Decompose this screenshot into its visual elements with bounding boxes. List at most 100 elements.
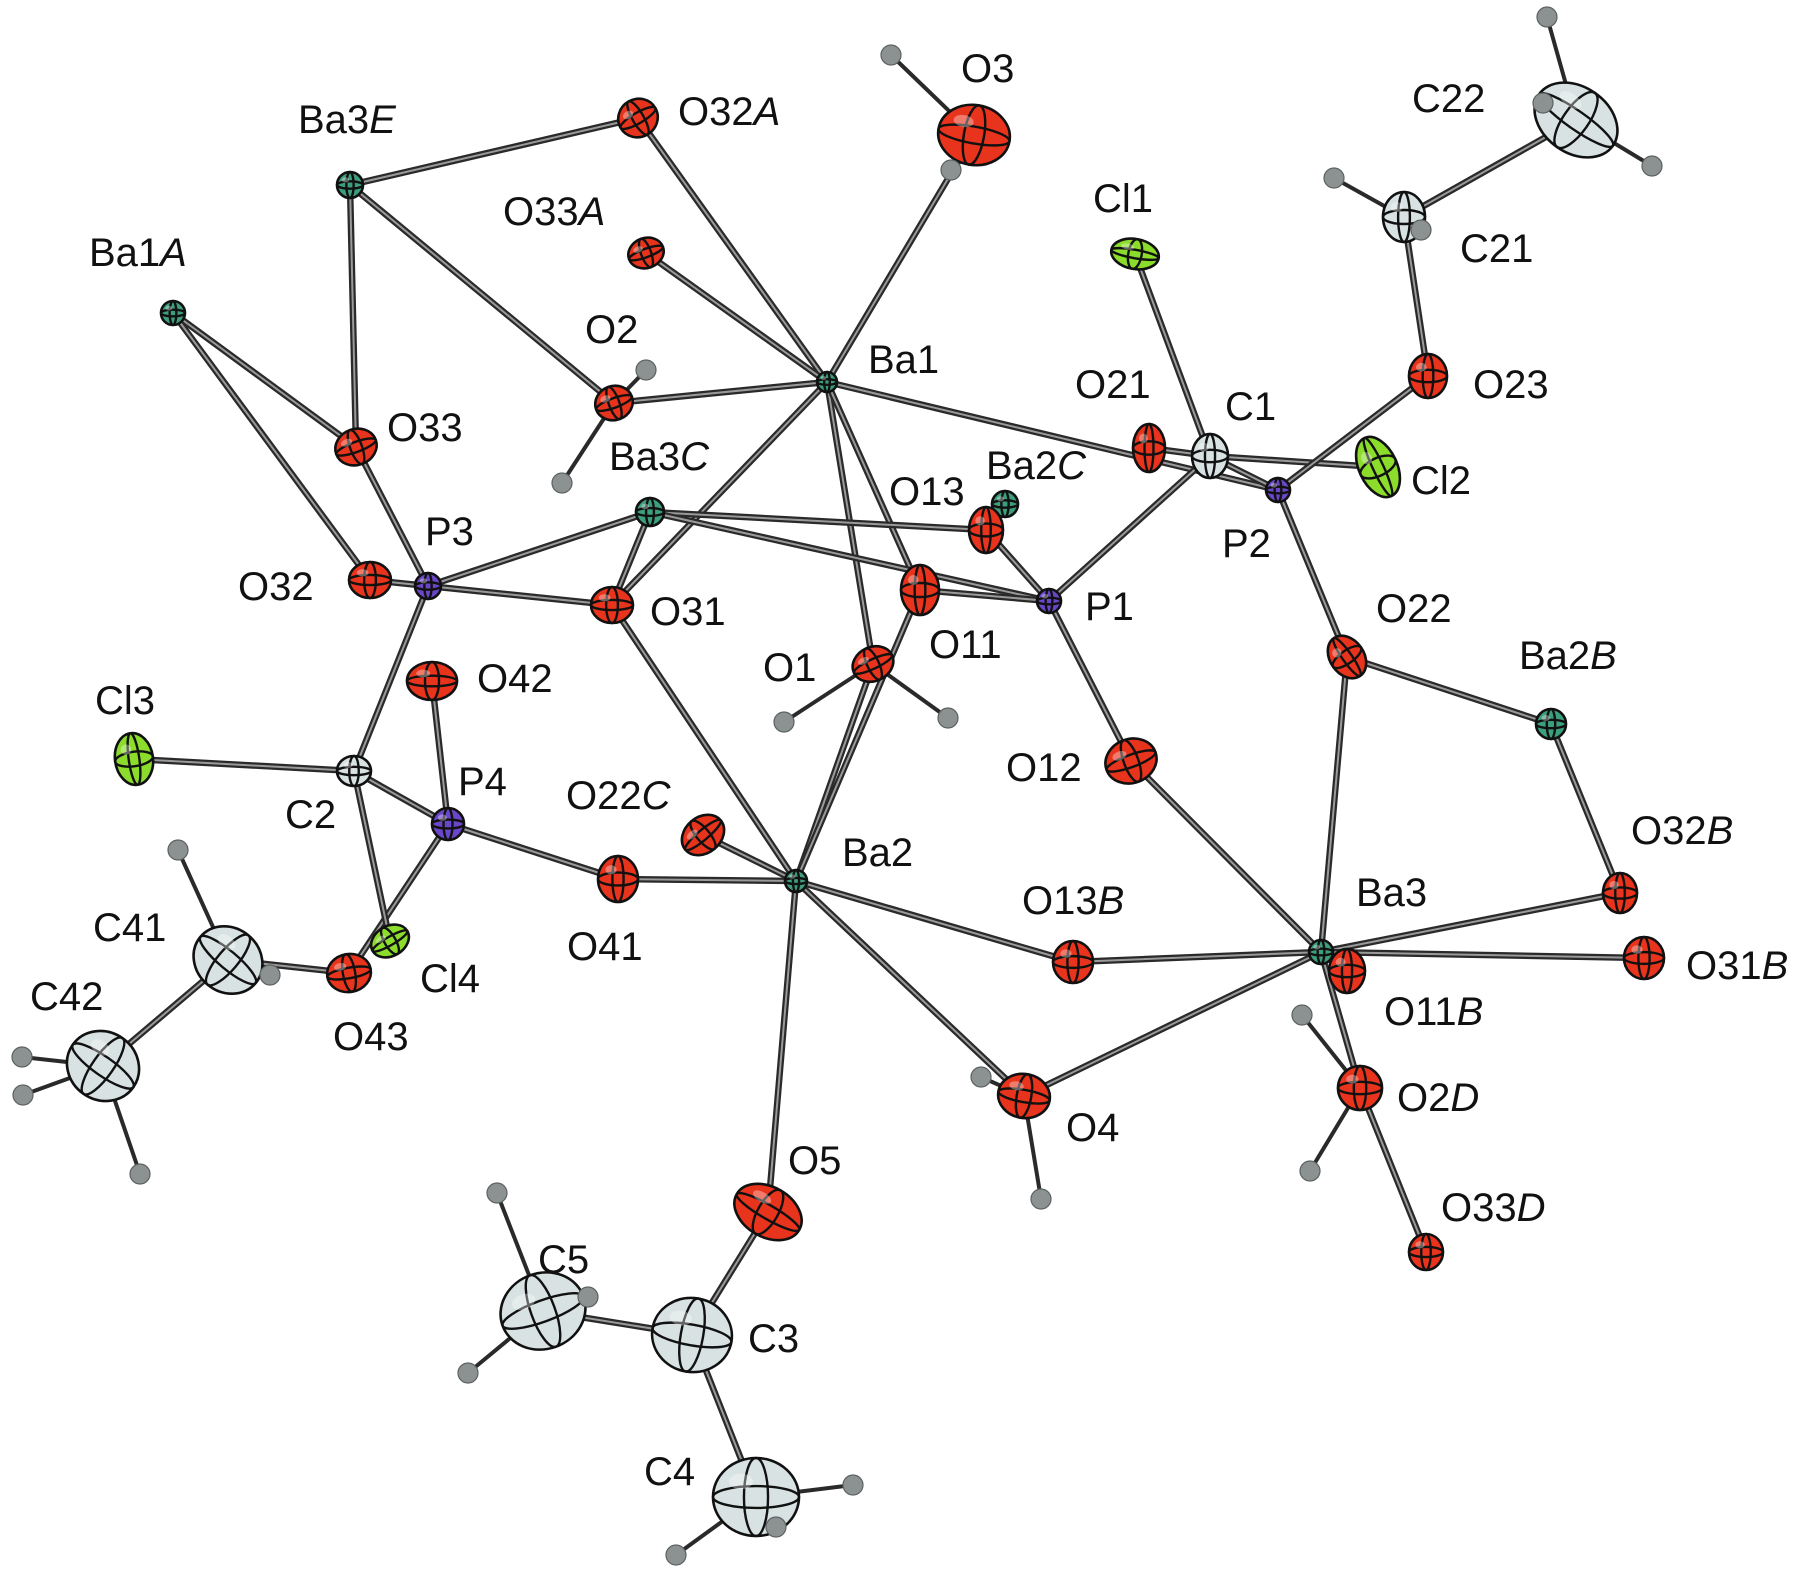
hydrogen-atom-c42 — [12, 1084, 34, 1106]
atom-c41 — [192, 924, 264, 996]
label-o43: O43 — [333, 1015, 409, 1059]
label-c4: C4 — [644, 1450, 695, 1494]
label-o42: O42 — [477, 657, 553, 701]
hydrogen-atom-o1 — [937, 707, 959, 729]
atom-o22c — [680, 813, 726, 857]
bond-ba1a-o33 — [169, 309, 360, 451]
label-o11b: O11B — [1384, 990, 1483, 1034]
bond-ba3c-o13 — [646, 508, 990, 534]
bond-o32a-ba1 — [634, 114, 831, 386]
atom-o32 — [347, 560, 393, 600]
atom-o11b — [1327, 947, 1367, 995]
atom-o13 — [967, 505, 1005, 555]
atom-c2 — [335, 754, 373, 788]
label-c2: C2 — [285, 793, 336, 837]
label-ba2c: Ba2C — [986, 444, 1087, 488]
hydrogen-atom-c42 — [11, 1046, 33, 1068]
atom-ba3e — [335, 170, 365, 200]
bond-o31-ba2 — [608, 601, 800, 885]
atom-c42 — [65, 1029, 141, 1103]
bond-o2d-o33d — [1356, 1084, 1430, 1256]
bond-ba1-o11 — [823, 378, 924, 594]
bond-c1-cl2 — [1206, 452, 1382, 471]
bond-p4-o43 — [345, 820, 452, 977]
label-o5: O5 — [788, 1139, 841, 1183]
atom-o32a — [616, 97, 660, 139]
bond-ba2-o4 — [792, 877, 1028, 1100]
label-c5: C5 — [538, 1238, 589, 1282]
label-ba1: Ba1 — [868, 338, 939, 382]
atom-ba3c — [634, 496, 666, 528]
hydrogen-atom-c4 — [842, 1474, 864, 1496]
label-cl4: Cl4 — [420, 957, 480, 1001]
atom-o41 — [596, 854, 640, 904]
label-ba2: Ba2 — [842, 831, 913, 875]
atom-ba1a — [159, 299, 187, 327]
label-o32b: O32B — [1631, 809, 1733, 853]
atom-o22 — [1326, 634, 1368, 680]
label-o1: O1 — [763, 646, 816, 690]
hydrogen-atom-c5 — [486, 1182, 508, 1204]
label-ba3e: Ba3E — [298, 98, 397, 142]
label-o41: O41 — [567, 925, 643, 969]
bond-o13b-ba3 — [1069, 948, 1325, 966]
bond-p1-o12 — [1045, 597, 1135, 765]
bond-ba1-o31 — [608, 378, 831, 609]
bond-o2-ba1 — [610, 378, 831, 407]
atom-o5 — [733, 1182, 803, 1242]
label-c22: C22 — [1412, 77, 1485, 121]
atom-p2 — [1264, 476, 1292, 504]
atom-ba3 — [1307, 938, 1335, 966]
atom-cl4 — [369, 923, 411, 959]
hydrogen-atom-c5 — [577, 1286, 599, 1308]
bond-o23-c21 — [1400, 213, 1432, 380]
bond-p3-ba3c — [424, 508, 654, 590]
atom-c5 — [499, 1271, 587, 1351]
atom-c1 — [1190, 432, 1230, 480]
bond-c2-p4 — [350, 767, 452, 828]
label-o11: O11 — [929, 623, 1002, 667]
label-cl1: Cl1 — [1093, 177, 1153, 221]
atom-o43 — [325, 952, 373, 994]
hydrogen-atom-o2 — [551, 472, 573, 494]
hydrogen-atom-c21 — [1410, 219, 1432, 241]
label-o22: O22 — [1376, 587, 1452, 631]
label-p4: P4 — [458, 760, 507, 804]
bond-o11-p1 — [916, 586, 1053, 605]
hydrogen-atom-c5 — [457, 1362, 479, 1384]
atom-cl1 — [1109, 237, 1161, 271]
hydrogen-atom-c4 — [765, 1516, 787, 1538]
atom-o11 — [899, 563, 941, 617]
atom-o31 — [589, 585, 635, 625]
bond-o33-p3 — [352, 443, 432, 590]
atom-cl3 — [113, 731, 155, 787]
hydrogen-atom-o4 — [970, 1066, 992, 1088]
hydrogen-atom-c22 — [1532, 92, 1554, 114]
hydrogen-atom-o3 — [940, 159, 962, 181]
bond-p4-o41 — [444, 820, 622, 883]
atom-o33d — [1407, 1232, 1445, 1272]
bond-p1-c1 — [1045, 452, 1214, 605]
atom-o42 — [405, 660, 459, 702]
atom-ba1 — [815, 370, 839, 394]
hydrogen-atom-c41 — [259, 964, 281, 986]
atom-o33 — [334, 427, 378, 467]
hydrogen-atom-c22 — [1641, 155, 1663, 177]
atom-o12 — [1104, 737, 1158, 785]
atom-cl2 — [1354, 435, 1402, 499]
atom-o13b — [1051, 939, 1095, 985]
atom-o1 — [851, 644, 895, 684]
bond-c2-cl3 — [130, 755, 358, 775]
hydrogen-atom-o2d — [1291, 1004, 1313, 1026]
hydrogen-atom-c4 — [665, 1544, 687, 1566]
label-p2: P2 — [1222, 522, 1271, 566]
label-cl2: Cl2 — [1411, 459, 1471, 503]
label-o21: O21 — [1075, 363, 1151, 407]
bond-o41-ba2 — [614, 875, 800, 885]
bond-o4-ba3 — [1020, 948, 1325, 1100]
atom-p1 — [1035, 587, 1063, 615]
atom-o31b — [1622, 935, 1666, 981]
atom-o2 — [593, 384, 635, 422]
